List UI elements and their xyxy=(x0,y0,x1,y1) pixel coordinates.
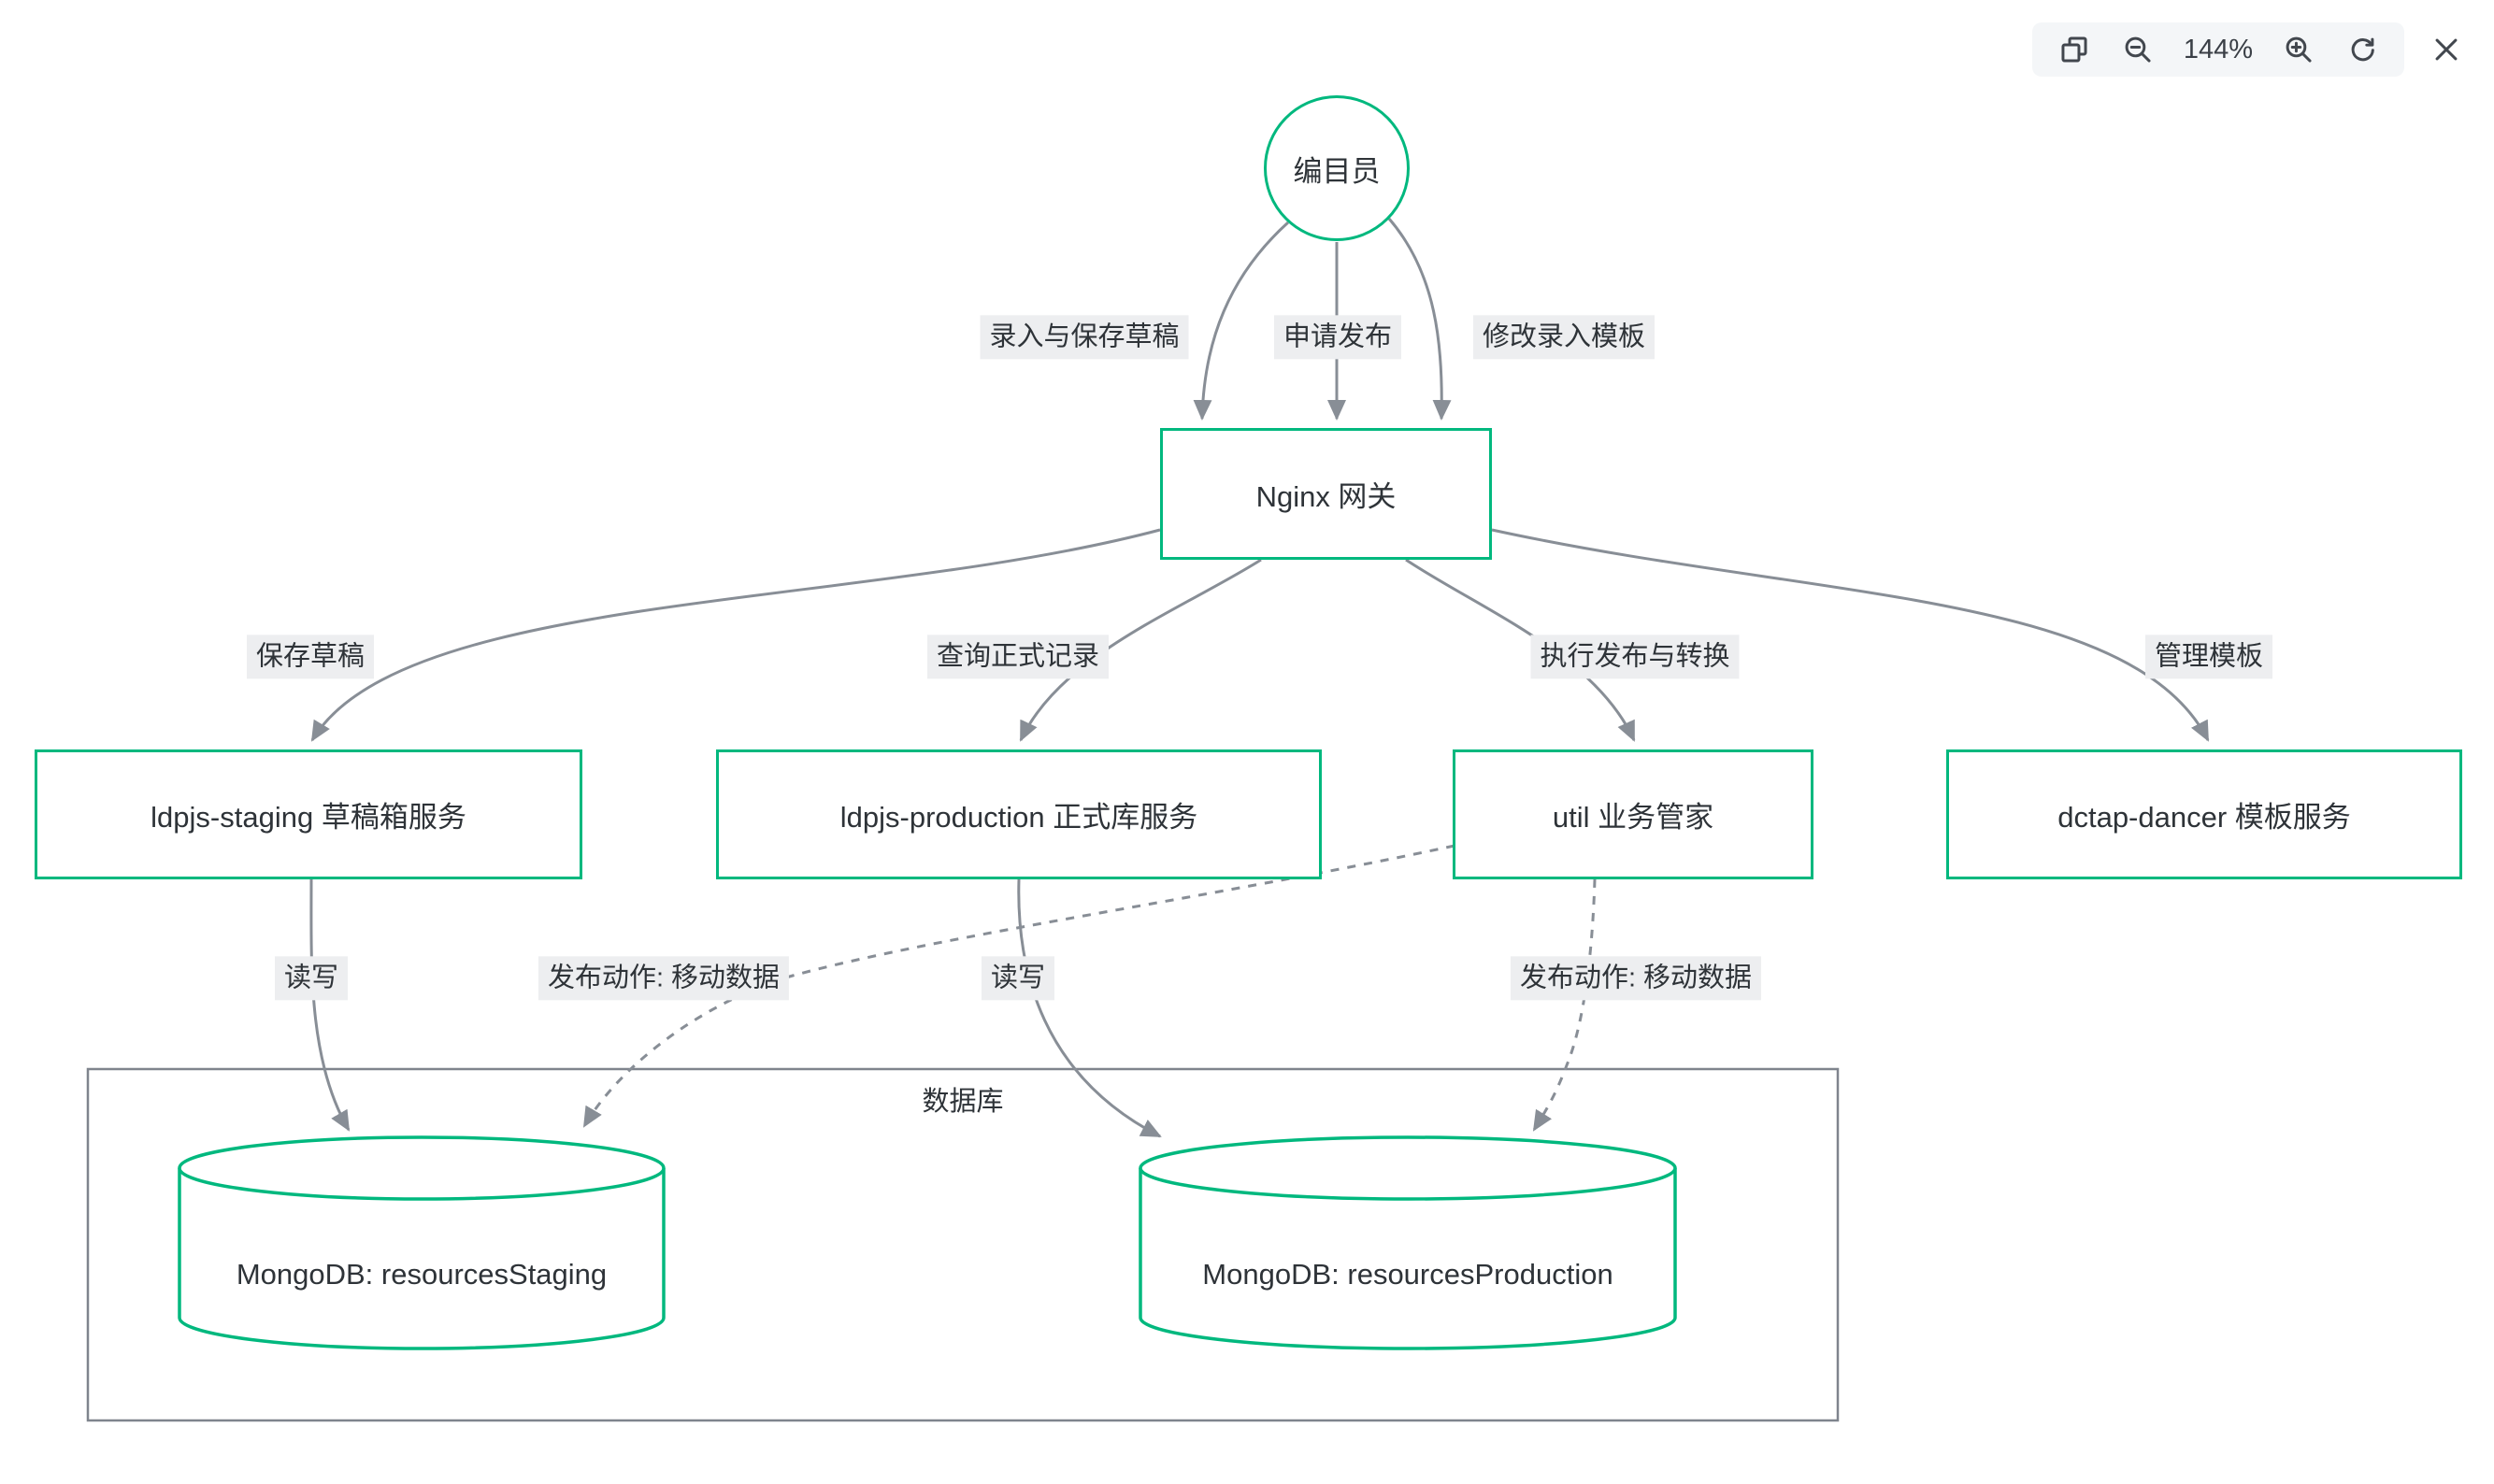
edge-label-save-draft: 保存草稿 xyxy=(246,635,375,679)
toolbar: 144% xyxy=(2031,22,2464,77)
edge-label-execute-publish: 执行发布与转换 xyxy=(1530,635,1740,679)
refresh-button[interactable] xyxy=(2344,32,2380,67)
node-cataloger-label: 编目员 xyxy=(1293,154,1381,188)
edge-label-modify-template: 修改录入模板 xyxy=(1472,315,1656,360)
edge-label-manage-templates: 管理模板 xyxy=(2144,635,2273,679)
close-button[interactable] xyxy=(2429,32,2464,67)
edge-actor-gateway-template xyxy=(1387,218,1452,421)
edge-gateway-production xyxy=(1019,558,1262,742)
database-container-title: 数据库 xyxy=(922,1087,1004,1117)
staging-db-label: MongoDB: resourcesStaging xyxy=(236,1258,608,1291)
edge-production-productiondb xyxy=(1017,878,1162,1138)
node-staging-service-label: ldpjs-staging 草稿箱服务 xyxy=(150,801,466,834)
node-cataloger: 编目员 xyxy=(1264,95,1410,241)
node-production-service: ldpjs-production 正式库服务 xyxy=(716,749,1322,879)
staging-db-cylinder xyxy=(178,1168,666,1350)
node-staging-service: ldpjs-staging 草稿箱服务 xyxy=(35,749,582,879)
node-template-service: dctap-dancer 模板服务 xyxy=(1946,749,2462,879)
staging-db-cylinder-top xyxy=(178,1135,666,1201)
edge-gateway-staging xyxy=(310,528,1161,742)
node-production-service-label: ldpjs-production 正式库服务 xyxy=(839,801,1198,834)
zoom-in-icon xyxy=(2286,36,2312,63)
duplicate-button[interactable] xyxy=(2057,32,2092,67)
edge-gateway-template-service xyxy=(1491,528,2210,742)
edge-label-enter-save-draft: 录入与保存草稿 xyxy=(980,315,1189,360)
database-container-box xyxy=(86,1067,1840,1422)
node-util-service: util 业务管家 xyxy=(1453,749,1813,879)
node-template-service-label: dctap-dancer 模板服务 xyxy=(2057,801,2351,834)
edge-label-request-publish: 申请发布 xyxy=(1273,315,1402,360)
zoom-out-icon xyxy=(2125,36,2151,63)
edge-label-query-records: 查询正式记录 xyxy=(926,635,1110,679)
edge-label-publish-move-right: 发布动作: 移动数据 xyxy=(1510,956,1762,1001)
node-nginx-gateway: Nginx 网关 xyxy=(1160,428,1492,560)
edge-staging-stagingdb xyxy=(309,878,351,1132)
edge-label-read-write-left: 读写 xyxy=(274,956,349,1001)
edge-actor-gateway-draft xyxy=(1193,221,1290,421)
close-icon xyxy=(2435,38,2458,61)
edge-label-read-write-right: 读写 xyxy=(981,956,1055,1001)
production-db-cylinder xyxy=(1139,1168,1677,1350)
refresh-icon xyxy=(2351,37,2374,62)
edge-util-stagingdb-dashed xyxy=(582,844,1455,1128)
node-util-service-label: util 业务管家 xyxy=(1552,801,1714,834)
duplicate-icon xyxy=(2061,36,2087,63)
edge-label-publish-move-left: 发布动作: 移动数据 xyxy=(538,956,790,1001)
node-nginx-gateway-label: Nginx 网关 xyxy=(1255,480,1397,513)
production-db-cylinder-top xyxy=(1139,1135,1677,1201)
edge-util-productiondb-dashed xyxy=(1532,878,1597,1132)
production-db-label: MongoDB: resourcesProduction xyxy=(1202,1258,1613,1291)
toolbar-pill: 144% xyxy=(2031,22,2404,77)
zoom-in-button[interactable] xyxy=(2281,32,2316,67)
zoom-level-value: 144% xyxy=(2183,34,2253,64)
zoom-out-button[interactable] xyxy=(2120,32,2156,67)
